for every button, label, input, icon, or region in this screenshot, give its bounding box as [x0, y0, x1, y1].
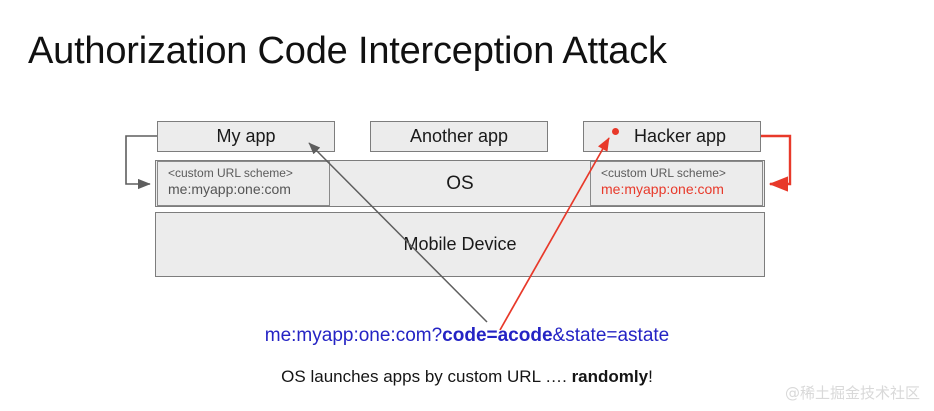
redirect-url-code-param: code=acode [442, 325, 553, 346]
caption: OS launches apps by custom URL …. random… [0, 367, 934, 387]
connector-left-bracket [125, 135, 157, 190]
caption-emphasis: randomly [571, 367, 649, 386]
app-box-another-app-label: Another app [409, 126, 509, 146]
page-title: Authorization Code Interception Attack [28, 30, 667, 72]
connector-right-bracket [761, 134, 792, 192]
caption-text: OS launches apps by custom URL …. [281, 367, 572, 386]
layer-mobile-device-label: Mobile Device [403, 234, 517, 254]
caption-tail: ! [648, 367, 653, 386]
red-dot-icon [612, 128, 619, 135]
url-scheme-label-right: <custom URL scheme> [601, 166, 726, 180]
layer-mobile-device: Mobile Device [155, 212, 765, 277]
app-box-my-app-label: My app [216, 126, 276, 146]
app-box-hacker-app-label: Hacker app [633, 126, 727, 146]
watermark: @稀土掘金技术社区 [784, 384, 920, 402]
url-scheme-pane-left: <custom URL scheme> me:myapp:one:com [157, 161, 330, 206]
layer-os-label: OS [446, 172, 474, 194]
redirect-url: me:myapp:one:com?code=acode&state=astate [0, 325, 934, 347]
app-box-another-app: Another app [370, 121, 548, 152]
url-scheme-pane-right: <custom URL scheme> me:myapp:one:com [590, 161, 763, 206]
redirect-url-suffix: &state=astate [552, 325, 670, 346]
app-box-hacker-app: Hacker app [583, 121, 761, 152]
redirect-url-prefix: me:myapp:one:com? [264, 325, 443, 346]
url-scheme-value-left: me:myapp:one:com [168, 181, 291, 197]
url-scheme-label-left: <custom URL scheme> [168, 166, 293, 180]
app-box-my-app: My app [157, 121, 335, 152]
url-scheme-value-right: me:myapp:one:com [601, 181, 724, 197]
